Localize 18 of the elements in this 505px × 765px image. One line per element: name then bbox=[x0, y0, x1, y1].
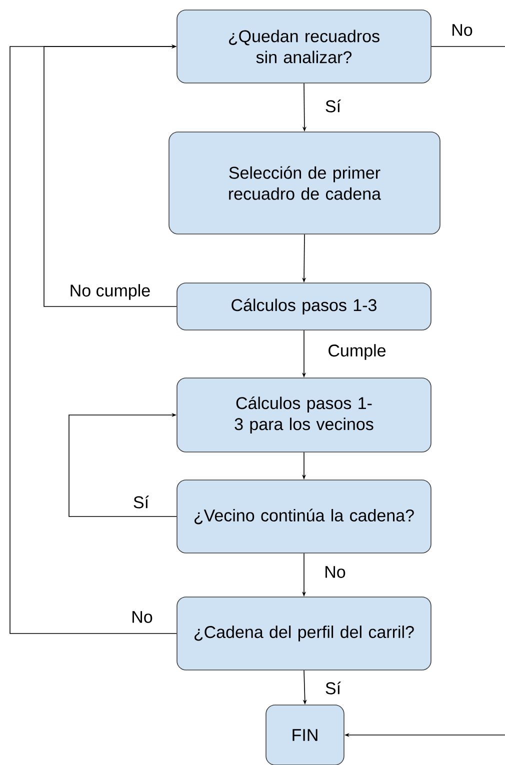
process-box: ¿Cadena del perfil del carril? bbox=[176, 596, 432, 670]
arrow bbox=[10, 44, 177, 634]
process-box: Cálculos pasos 1-3 bbox=[176, 282, 432, 330]
process-box: ¿Quedan recuadros sin analizar? bbox=[176, 10, 432, 84]
process-box: Selección de primer recuadro de cadena bbox=[168, 132, 440, 234]
edge-label: No bbox=[323, 565, 347, 579]
process-box: FIN bbox=[266, 704, 344, 765]
edge-label: No bbox=[130, 610, 154, 624]
edge-label: Sí bbox=[324, 680, 342, 696]
arrow bbox=[44, 44, 177, 307]
edge-label: No cumple bbox=[68, 283, 152, 301]
edge-label: Cumple bbox=[326, 343, 388, 361]
process-box: Cálculos pasos 1-3 para los vecinos bbox=[176, 378, 432, 452]
edge-label: No bbox=[450, 23, 474, 37]
process-box: ¿Vecino continúa la cadena? bbox=[176, 480, 432, 554]
arrow bbox=[68, 412, 177, 517]
edge-label: Sí bbox=[132, 494, 150, 510]
edge-label: Sí bbox=[324, 98, 342, 114]
